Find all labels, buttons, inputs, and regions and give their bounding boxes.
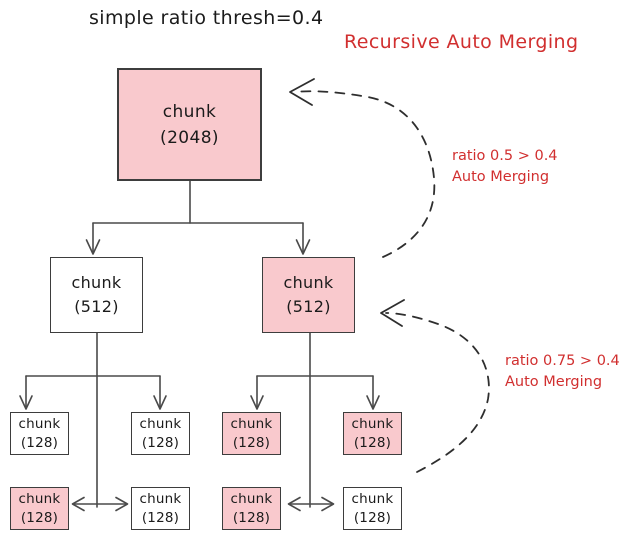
node-chunk-128-right-top-1: chunk (128) bbox=[222, 412, 281, 455]
merge-curve-arrowhead-2 bbox=[380, 299, 405, 327]
annotation-merge-2-line1: ratio 0.75 > 0.4 bbox=[505, 353, 620, 369]
node-chunk-128-right-bottom-1: chunk (128) bbox=[222, 487, 281, 530]
node-chunk-2048: chunk (2048) bbox=[117, 68, 262, 181]
node-label: chunk bbox=[139, 415, 182, 432]
annotation-merge-1-line1: ratio 0.5 > 0.4 bbox=[452, 148, 558, 164]
annotation-merge-1-line2: Auto Merging bbox=[452, 169, 550, 185]
node-size: (128) bbox=[232, 434, 271, 451]
node-size: (512) bbox=[74, 297, 119, 316]
node-size: (128) bbox=[353, 509, 392, 526]
left-doublearrow-head-left bbox=[71, 496, 85, 512]
node-label: chunk bbox=[139, 490, 182, 507]
right-doublearrow-head-right bbox=[321, 496, 335, 512]
node-chunk-128-right-top-2: chunk (128) bbox=[343, 412, 402, 455]
node-label: chunk bbox=[351, 415, 394, 432]
node-size: (128) bbox=[353, 434, 392, 451]
annotation-merge-2-line2: Auto Merging bbox=[505, 374, 603, 390]
node-chunk-128-left-top-1: chunk (128) bbox=[10, 412, 69, 455]
merge-curve-arrow-1 bbox=[295, 90, 436, 258]
node-label: chunk bbox=[162, 101, 217, 122]
node-size: (2048) bbox=[160, 127, 219, 148]
arrowhead-right-512 bbox=[295, 239, 311, 255]
node-size: (128) bbox=[232, 509, 271, 526]
node-chunk-128-left-bottom-1: chunk (128) bbox=[10, 487, 69, 530]
node-size: (512) bbox=[286, 297, 331, 316]
right-doublearrow-head-left bbox=[287, 496, 301, 512]
node-label: chunk bbox=[18, 490, 61, 507]
left-doublearrow-head-right bbox=[115, 496, 129, 512]
node-size: (128) bbox=[20, 509, 59, 526]
merge-curve-arrowhead-1 bbox=[289, 78, 315, 106]
node-chunk-512-right: chunk (512) bbox=[262, 257, 355, 333]
annotation-merge-1: ratio 0.5 > 0.4 Auto Merging bbox=[452, 146, 558, 188]
node-label: chunk bbox=[230, 415, 273, 432]
node-label: chunk bbox=[230, 490, 273, 507]
node-label: chunk bbox=[18, 415, 61, 432]
node-chunk-128-left-top-2: chunk (128) bbox=[131, 412, 190, 455]
node-chunk-128-right-bottom-2: chunk (128) bbox=[343, 487, 402, 530]
node-label: chunk bbox=[283, 273, 334, 292]
node-size: (128) bbox=[141, 509, 180, 526]
annotation-merge-2: ratio 0.75 > 0.4 Auto Merging bbox=[505, 351, 620, 393]
arrowhead-right128-top1 bbox=[250, 395, 264, 410]
node-chunk-512-left: chunk (512) bbox=[50, 257, 143, 333]
node-size: (128) bbox=[141, 434, 180, 451]
node-label: chunk bbox=[71, 273, 122, 292]
arrowhead-left128-top1 bbox=[19, 395, 33, 410]
diagram-subtitle: Recursive Auto Merging bbox=[344, 31, 579, 53]
arrowhead-left-512 bbox=[85, 239, 101, 255]
node-chunk-128-left-bottom-2: chunk (128) bbox=[131, 487, 190, 530]
node-label: chunk bbox=[351, 490, 394, 507]
page-title: simple ratio thresh=0.4 bbox=[89, 7, 324, 29]
node-size: (128) bbox=[20, 434, 59, 451]
arrowhead-right128-top2 bbox=[366, 395, 380, 410]
arrowhead-left128-top2 bbox=[153, 395, 167, 410]
